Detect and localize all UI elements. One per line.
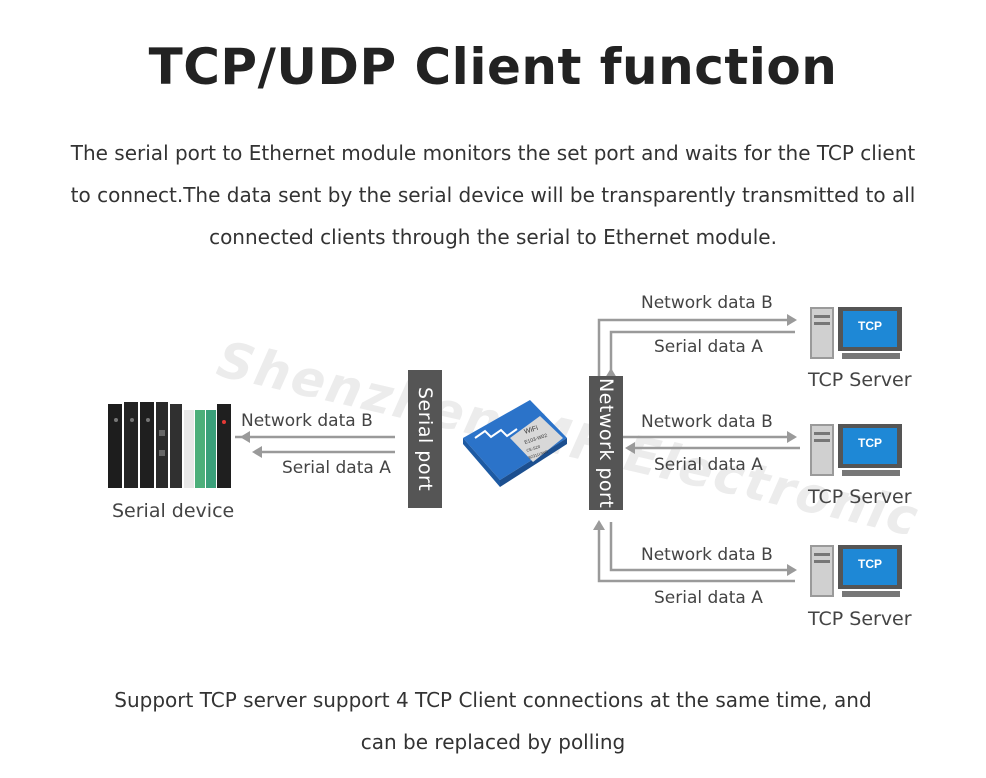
arrow-head — [593, 520, 605, 530]
page-title: TCP/UDP Client function — [148, 38, 838, 96]
server-3-label: TCP Server — [808, 608, 912, 630]
tcp-screen-text: TCP — [858, 436, 882, 450]
arrow-port-to-server-3 — [609, 522, 795, 572]
module-chip-text: WiFi — [523, 425, 539, 436]
network-port-bar: Network port — [589, 376, 623, 510]
arrow-head — [787, 564, 797, 576]
description: The serial port to Ethernet module monit… — [20, 132, 966, 258]
module-chip-text: CE-SZ0 — [526, 444, 542, 453]
tcp-screen-text: TCP — [858, 557, 882, 571]
arrow-head — [625, 442, 635, 454]
serial-port-bar: Serial port — [408, 370, 442, 508]
server-3-network-data-label: Network data B — [641, 545, 773, 565]
arrow-head — [252, 446, 262, 458]
footer-line: Support TCP server support 4 TCP Client … — [114, 688, 872, 712]
network-port-label: Network port — [595, 377, 617, 509]
arrow-server-1-to-port — [609, 330, 795, 376]
tcp-server-1-icon: TCP — [808, 305, 904, 361]
description-line: connected clients through the serial to … — [209, 225, 777, 249]
module-chip-text: 82311UWR — [528, 449, 549, 460]
arrow-head — [240, 431, 250, 443]
arrow-head — [787, 431, 797, 443]
footer-note: Support TCP server support 4 TCP Client … — [20, 679, 966, 763]
server-2-network-data-label: Network data B — [641, 412, 773, 432]
arrow-server-3-to-port — [597, 522, 795, 583]
arrow-head — [787, 314, 797, 326]
footer-line: can be replaced by polling — [360, 730, 626, 754]
description-line: The serial port to Ethernet module monit… — [70, 141, 916, 165]
wifi-module-icon: WiFi E103-W02 CE-SZ0 82311UWR — [463, 400, 567, 487]
left-network-data-label: Network data B — [241, 411, 373, 431]
server-3-serial-data-label: Serial data A — [654, 588, 763, 608]
server-1-serial-data-label: Serial data A — [654, 337, 763, 357]
server-1-network-data-label: Network data B — [641, 293, 773, 313]
description-line: to connect.The data sent by the serial d… — [70, 183, 916, 207]
server-2-label: TCP Server — [808, 486, 912, 508]
server-2-serial-data-label: Serial data A — [654, 455, 763, 475]
serial-device-icon — [108, 402, 231, 488]
arrow-port-to-server-1 — [597, 318, 795, 376]
tcp-screen-text: TCP — [858, 319, 882, 333]
tcp-server-3-icon: TCP — [808, 543, 904, 599]
arrow-head — [605, 368, 617, 378]
serial-port-label: Serial port — [414, 386, 436, 492]
left-serial-data-label: Serial data A — [282, 458, 391, 478]
serial-device-label: Serial device — [112, 500, 235, 522]
tcp-server-2-icon: TCP — [808, 422, 904, 478]
server-1-label: TCP Server — [808, 369, 912, 391]
